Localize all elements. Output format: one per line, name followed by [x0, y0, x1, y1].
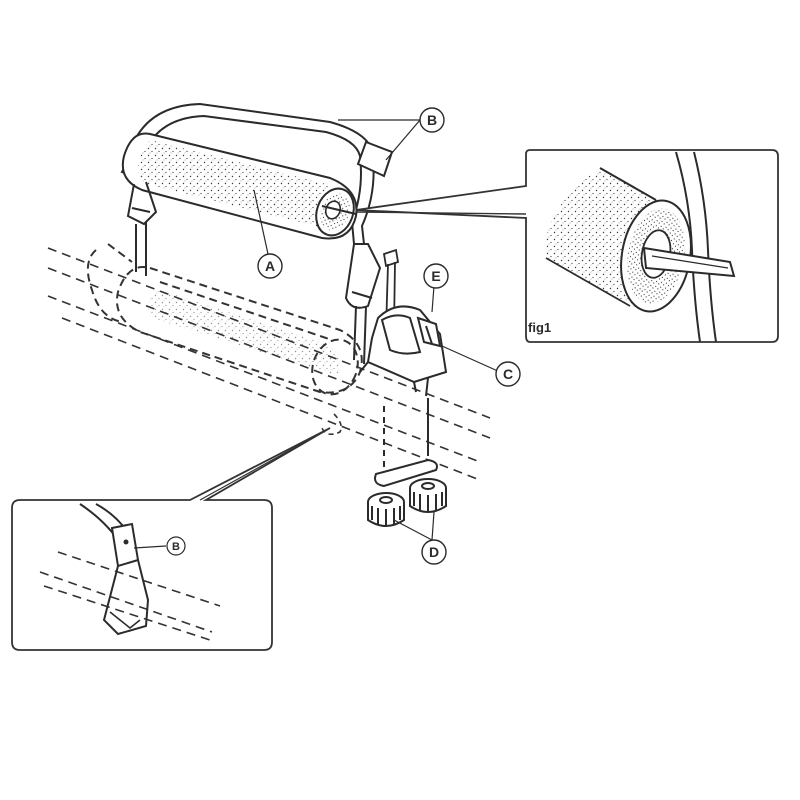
inset-buckle-detail: B — [11, 427, 331, 651]
ghost-roller-foam — [148, 290, 341, 376]
callout-a: A — [257, 253, 283, 279]
clamp — [359, 305, 448, 397]
ghost-buckle — [321, 413, 342, 436]
svg-text:B: B — [427, 112, 437, 128]
right-buckle — [344, 243, 382, 365]
foam-roller — [121, 132, 358, 240]
callout-d: D — [421, 539, 447, 565]
inset-fig1: fig1 — [355, 149, 779, 343]
callout-e: E — [423, 263, 449, 289]
svg-text:E: E — [431, 268, 440, 284]
svg-text:C: C — [503, 366, 513, 382]
leader-lines — [253, 119, 501, 541]
svg-text:A: A — [265, 258, 275, 274]
left-buckle — [126, 181, 158, 276]
callout-c: C — [495, 361, 521, 387]
svg-text:D: D — [429, 544, 439, 560]
callout-b-inset: B — [172, 541, 180, 553]
plate-and-knobs — [367, 398, 447, 527]
callout-b: B — [419, 107, 445, 133]
inset-caption: fig1 — [528, 320, 551, 335]
